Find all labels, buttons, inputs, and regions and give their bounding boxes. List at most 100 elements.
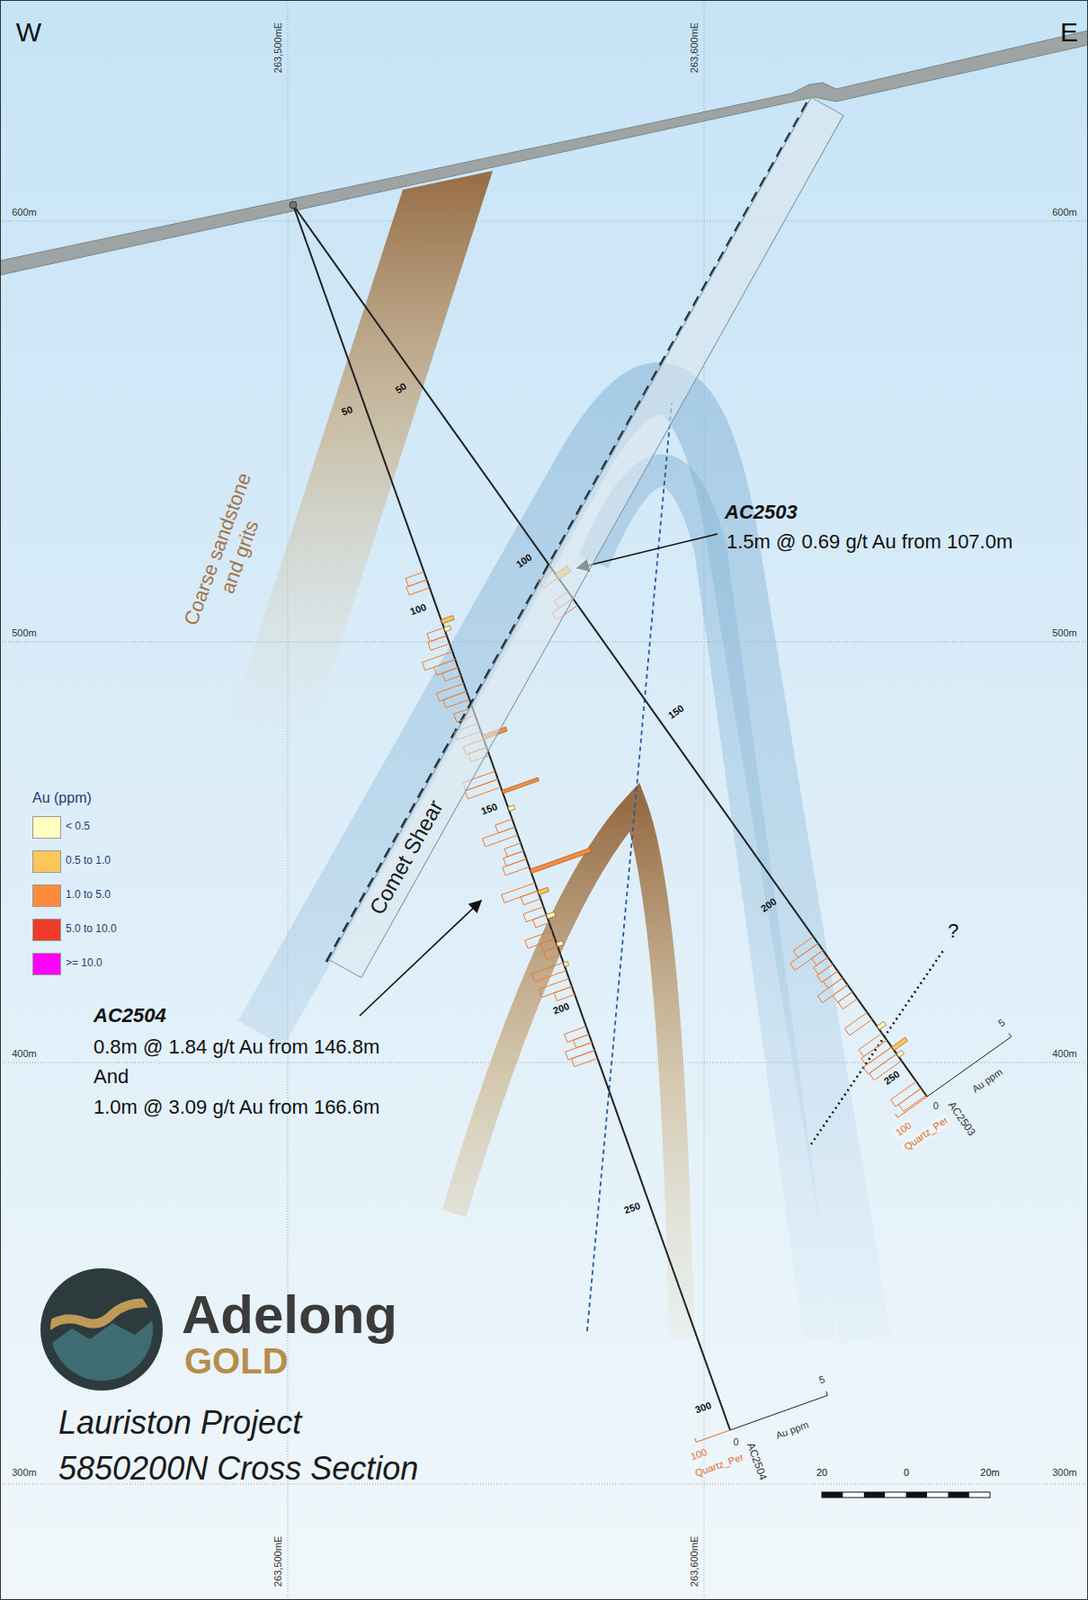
- quartz-bar: [565, 1043, 596, 1061]
- hole-id: AC2504: [93, 1004, 167, 1027]
- quartz-bar: [520, 891, 541, 906]
- depth-label: 150: [665, 703, 686, 723]
- legend-text: 1.0 to 5.0: [65, 889, 111, 902]
- legend-swatch: [32, 953, 62, 976]
- axis-tick: [695, 1438, 697, 1443]
- quartz-bar: [436, 683, 467, 702]
- quartz-bar: [544, 946, 562, 960]
- quartz-bar: [861, 1040, 892, 1066]
- axis-label: 5: [817, 1373, 827, 1387]
- elevation-label: 400m: [1052, 1048, 1078, 1061]
- quartz-bar: [570, 1051, 598, 1068]
- gold-bar: [891, 1037, 909, 1051]
- depth-label: 300: [691, 1399, 714, 1418]
- quartz-bar: [838, 991, 858, 1009]
- quartz-bar: [503, 851, 527, 867]
- fold-band: [593, 471, 821, 1340]
- axis-label: 0: [933, 1100, 939, 1113]
- depth-label: 150: [480, 801, 500, 818]
- depth-label: 200: [758, 896, 779, 916]
- compass-label: E: [1060, 17, 1079, 49]
- gold-bar: [537, 887, 549, 895]
- legend-text: 5.0 to 10.0: [65, 923, 117, 937]
- quartz-bar: [523, 907, 546, 923]
- legend-text: >= 10.0: [65, 957, 103, 971]
- axis-tick: [895, 1114, 899, 1118]
- quartz-bar: [443, 691, 470, 708]
- gold-bar: [444, 625, 452, 633]
- hole-id: AC2503: [724, 500, 798, 524]
- depth-label: 250: [622, 1200, 643, 1217]
- gold-bar: [556, 940, 564, 947]
- quartz-bar: [502, 859, 530, 876]
- elevation-label: 300m: [1052, 1467, 1078, 1480]
- easting-label: 263,600mE: [688, 1536, 701, 1588]
- scale-bar: [821, 1492, 990, 1499]
- hole-name: AC2504: [743, 1441, 769, 1482]
- legend-text: 0.5 to 1.0: [65, 855, 111, 868]
- quartz-bar: [790, 944, 824, 972]
- elevation-label: 500m: [1052, 627, 1078, 640]
- depth-label: 250: [882, 1069, 902, 1088]
- intercept-text: 1.5m @ 0.69 g/t Au from 107.0m: [726, 530, 1013, 553]
- project-title: Lauriston Project: [58, 1404, 302, 1442]
- elevation-label: 300m: [11, 1467, 37, 1480]
- quartz-bar: [434, 659, 459, 676]
- scale-label: 0: [903, 1467, 910, 1480]
- gold-bar: [530, 847, 593, 874]
- elevation-label: 400m: [11, 1048, 37, 1061]
- query-mark: ?: [947, 919, 959, 943]
- logo-text: GOLD: [184, 1340, 289, 1383]
- quartz-bar: [531, 963, 566, 982]
- drill-hole: [293, 205, 928, 1097]
- intercept-text: And: [93, 1065, 129, 1088]
- logo: [40, 1268, 163, 1392]
- au-axis: [927, 1036, 1012, 1097]
- legend-swatch: [32, 850, 62, 874]
- quartz-bar: [525, 930, 555, 949]
- depth-label: 100: [409, 601, 429, 618]
- legend-title: Au (ppm): [32, 790, 92, 807]
- legend-swatch: [32, 918, 62, 942]
- anticline-band: [454, 806, 682, 1340]
- gold-bar: [546, 912, 556, 920]
- quartz-bar: [428, 635, 450, 651]
- axis-tick: [1008, 1034, 1012, 1038]
- easting-label: 263,500mE: [272, 22, 285, 73]
- au-axis: [730, 1395, 828, 1431]
- compass-label: W: [16, 17, 42, 49]
- intercept-text: 0.8m @ 1.84 g/t Au from 146.8m: [93, 1035, 380, 1059]
- depth-label: 200: [551, 1000, 571, 1017]
- gold-bar: [896, 1050, 904, 1058]
- quartz-bar: [553, 987, 575, 1002]
- gold-bar: [441, 615, 455, 625]
- node-text: Coarse sandstone and grits: [178, 464, 282, 643]
- gold-bar: [563, 961, 570, 967]
- quartz-axis: [695, 1430, 731, 1443]
- gold-bar: [876, 1021, 886, 1030]
- quartz-bar: [891, 1081, 922, 1107]
- quartz-bar: [793, 936, 819, 958]
- axis-tick: [826, 1391, 829, 1396]
- scale-label: 20: [816, 1467, 828, 1480]
- quartz-bar: [406, 579, 430, 596]
- quartz-bar: [844, 1012, 873, 1035]
- topography-surface: [0, 30, 1088, 276]
- logo-text: Adelong: [181, 1284, 398, 1347]
- quartz-bar: [405, 571, 428, 587]
- axis-label: 100: [687, 1446, 711, 1465]
- gold-bar: [508, 805, 516, 812]
- legend-text: < 0.5: [65, 820, 90, 834]
- elevation-label: 500m: [11, 627, 37, 640]
- quartz-axis: [897, 1096, 928, 1118]
- axis-label: Au ppm: [774, 1419, 811, 1443]
- depth-label: 50: [392, 380, 409, 396]
- gold-bar: [501, 777, 539, 794]
- rock-unit-label: Coarse sandstone and grits: [178, 464, 282, 643]
- intercept-text: 1.0m @ 3.09 g/t Au from 166.6m: [93, 1096, 380, 1119]
- legend-swatch: [32, 884, 62, 908]
- depth-label: 100: [513, 551, 534, 571]
